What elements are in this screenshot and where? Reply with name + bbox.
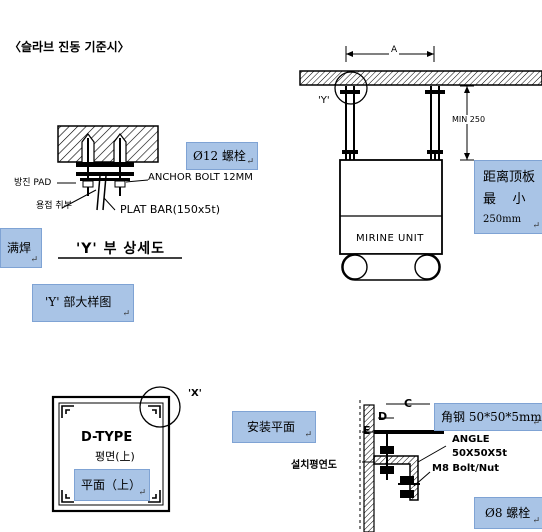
return-mark-icon: ↵ bbox=[138, 488, 146, 498]
weld-callout: 满焊 ↵ bbox=[0, 228, 42, 268]
install-plane-callout-text: 安装平面 bbox=[247, 420, 296, 434]
pad-label: 방진 PAD bbox=[14, 178, 52, 188]
plat-bar-label: PLAT BAR(150x5t) bbox=[120, 203, 221, 216]
anchor-bolt-callout: Ø12 螺栓 ↵ bbox=[186, 142, 258, 170]
x-detail-drawing bbox=[359, 400, 447, 532]
y-detail-drawing bbox=[57, 125, 182, 259]
dim-a-label: A bbox=[389, 45, 400, 55]
angle-size-label: 50X50X5t bbox=[452, 448, 507, 459]
angle-label: ANGLE bbox=[452, 434, 490, 445]
dim-e-label: E bbox=[363, 424, 371, 437]
plan-callout-text: 平面（上） bbox=[81, 478, 142, 492]
return-mark-icon: ↵ bbox=[30, 255, 38, 265]
plan-callout: 平面（上） ↵ bbox=[74, 469, 150, 501]
weld-callout-text: 满焊 bbox=[7, 241, 32, 255]
return-mark-icon: ↵ bbox=[532, 516, 540, 526]
install-elevation-label: 설치평연도 bbox=[291, 460, 337, 471]
x-mark-label: 'X' bbox=[188, 388, 202, 399]
install-plane-callout: 安装平面 ↵ bbox=[232, 411, 316, 443]
angle-callout: 角钢 50*50*5mm ↵ bbox=[434, 403, 542, 431]
angle-callout-text: 角钢 50*50*5mm bbox=[441, 410, 542, 424]
bolt-callout-text: Ø8 螺栓 bbox=[485, 506, 531, 520]
return-mark-icon: ↵ bbox=[246, 157, 254, 167]
return-mark-icon: ↵ bbox=[304, 430, 312, 440]
min-distance-line-2: 最 小 bbox=[483, 192, 526, 207]
y-detail-caption: 'Y' 부 상세도 bbox=[76, 241, 165, 257]
plan-label: 평면(上) bbox=[95, 450, 135, 463]
plan-drawing bbox=[51, 386, 181, 513]
weld-label: 용접 취부 bbox=[36, 201, 72, 211]
anchor-bolt-label: ANCHOR BOLT 12MM bbox=[148, 172, 253, 183]
y-detail-callout-text: 'Y' 部大样图 bbox=[45, 295, 112, 309]
marine-unit-label: MIRINE UNIT bbox=[356, 233, 424, 244]
dim-d-label: D bbox=[378, 410, 388, 423]
anchor-bolt-callout-text: Ø12 螺栓 bbox=[193, 149, 246, 163]
d-type-label: D-TYPE bbox=[81, 430, 133, 445]
elevation-drawing bbox=[299, 46, 542, 281]
bolt-nut-label: M8 Bolt/Nut bbox=[432, 463, 500, 474]
bolt-callout: Ø8 螺栓 ↵ bbox=[474, 497, 542, 529]
min-distance-callout: 距离顶板 最 小 250mm ↵ bbox=[474, 160, 542, 234]
return-mark-icon: ↵ bbox=[532, 418, 540, 428]
dim-c-label: C bbox=[404, 397, 413, 410]
min-distance-line-3: 250mm bbox=[483, 214, 522, 225]
y-detail-callout: 'Y' 部大样图 ↵ bbox=[32, 284, 134, 322]
min-250-label: MIN 250 bbox=[452, 115, 486, 124]
y-mark-label: 'Y' bbox=[318, 95, 330, 106]
page-title: 〈슬라브 진동 기준시〉 bbox=[9, 40, 130, 54]
return-mark-icon: ↵ bbox=[532, 221, 540, 231]
min-distance-line-1: 距离顶板 bbox=[483, 170, 536, 185]
return-mark-icon: ↵ bbox=[122, 309, 130, 319]
